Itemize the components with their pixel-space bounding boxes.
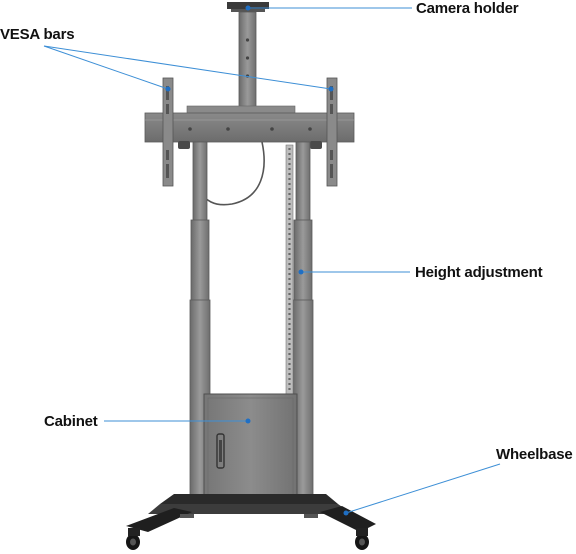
label-cabinet: Cabinet [44,413,98,430]
height-rail [285,144,294,396]
callout-vesa-right-line [43,45,332,90]
callout-cabinet-dot [245,418,251,424]
label-camera-holder: Camera holder [416,0,519,17]
cabinet-box [203,393,298,505]
label-wheelbase: Wheelbase [496,446,573,463]
callout-vesa-right-dot [328,86,334,92]
vesa-bar-right [326,77,338,187]
callout-wheelbase-dot [343,510,349,516]
camera-holder [227,2,269,111]
label-height-adjustment: Height adjustment [415,264,543,281]
wheelbase-frame [126,494,376,550]
callout-wheelbase-line [345,463,501,514]
crossbeam [144,105,355,149]
vesa-bar-left [162,77,174,187]
callout-vesa-left-dot [165,86,171,92]
cable [199,141,265,206]
callout-height-dot [298,269,304,275]
callout-lines [43,5,501,516]
callout-camera-dot [245,5,251,11]
label-vesa-bars: VESA bars [0,26,75,43]
callout-vesa-left-line [43,45,169,90]
